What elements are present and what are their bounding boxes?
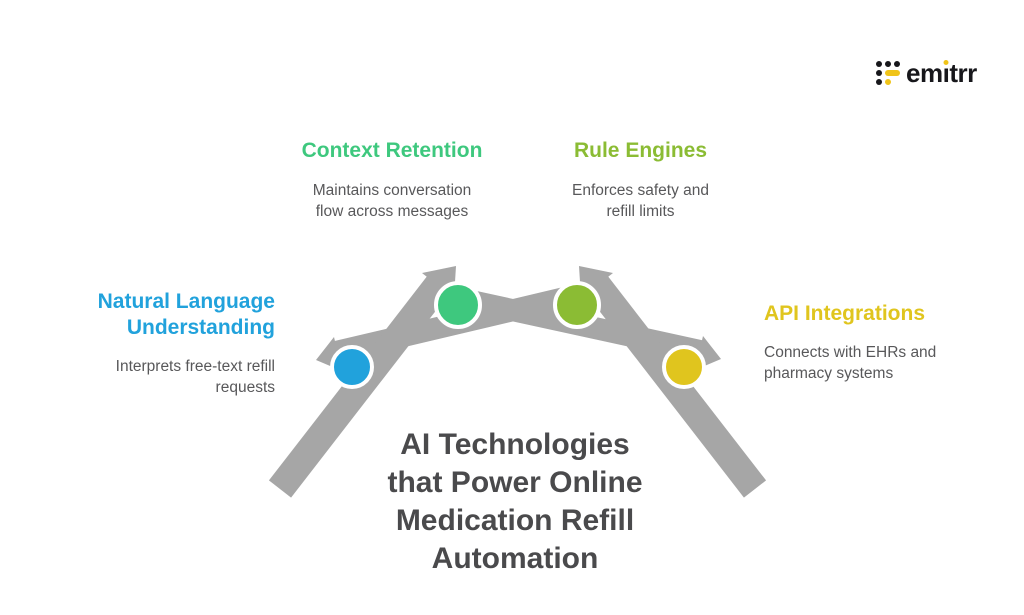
page-title-line-4: Automation	[431, 542, 599, 575]
node-circle-natural-language-understanding	[330, 345, 374, 389]
node-circle-rule-engines	[553, 281, 601, 329]
item-description-api-integrations: Connects with EHRs and pharmacy systems	[764, 344, 937, 382]
page-title-line-3: Medication Refill	[395, 504, 635, 537]
node-circle-context-retention	[434, 281, 482, 329]
item-title-rule-engines: Rule Engines	[573, 139, 708, 162]
brand-logo-icon	[876, 61, 900, 85]
page-title: AI Technologies that Power Online Medica…	[340, 426, 690, 578]
item-natural-language-understanding: Natural Language Understanding Interpret…	[55, 289, 275, 398]
item-title-natural-language-understanding: Natural Language Understanding	[97, 290, 275, 339]
page-title-line-2: that Power Online	[387, 466, 643, 499]
i-dot-icon	[943, 60, 949, 65]
item-title-context-retention: Context Retention	[301, 139, 483, 162]
item-description-natural-language-understanding: Interprets free-text refill requests	[115, 358, 275, 396]
item-context-retention: Context Retention Maintains conversation…	[282, 138, 502, 222]
node-circle-api-integrations	[662, 345, 706, 389]
item-rule-engines: Rule Engines Enforces safety and refill …	[528, 138, 753, 222]
item-description-rule-engines: Enforces safety and refill limits	[572, 182, 709, 220]
page-title-line-1: AI Technologies	[400, 428, 630, 461]
item-title-api-integrations: API Integrations	[764, 302, 926, 325]
item-description-context-retention: Maintains conversation flow across messa…	[312, 182, 472, 220]
item-api-integrations: API Integrations Connects with EHRs and …	[764, 301, 976, 384]
